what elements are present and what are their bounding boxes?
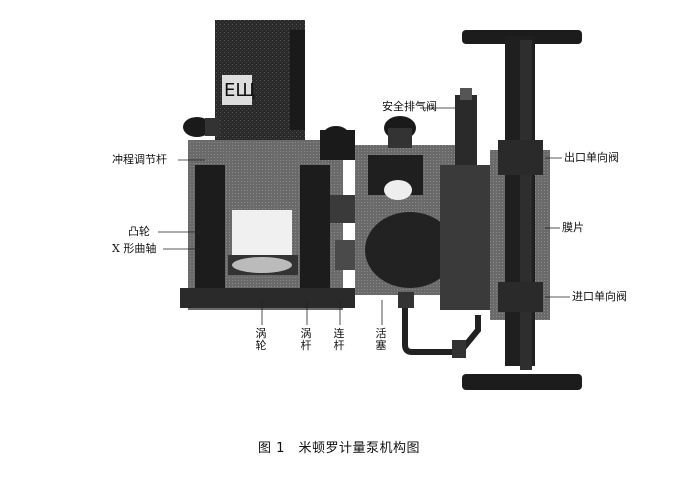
label-x-crank: X 形曲轴 <box>112 242 157 255</box>
leader-lines <box>158 107 570 325</box>
label-piston: 活塞 <box>375 327 387 352</box>
label-diaphragm: 膜片 <box>562 221 584 234</box>
gear-housing <box>180 126 355 310</box>
label-worm: 涡杆 <box>300 327 312 352</box>
label-connecting-rod: 连杆 <box>333 327 345 352</box>
svg-text:ЕЩ: ЕЩ <box>224 80 255 101</box>
label-outlet-check-valve: 出口单向阀 <box>564 151 619 164</box>
label-stroke-adjust-rod: 冲程调节杆 <box>112 153 167 166</box>
label-cam: 凸轮 <box>128 225 150 238</box>
label-inlet-check-valve: 进口单向阀 <box>572 290 627 303</box>
figure-caption: 图 1 米顿罗计量泵机构图 <box>258 441 420 456</box>
motor: ЕЩ <box>215 20 305 140</box>
stroke-knob <box>183 117 220 137</box>
label-safety-vent-valve: 安全排气阀 <box>382 100 437 113</box>
bypass-pipe <box>398 292 481 358</box>
label-worm-wheel: 涡轮 <box>255 327 267 352</box>
check-valve-column <box>462 30 582 390</box>
